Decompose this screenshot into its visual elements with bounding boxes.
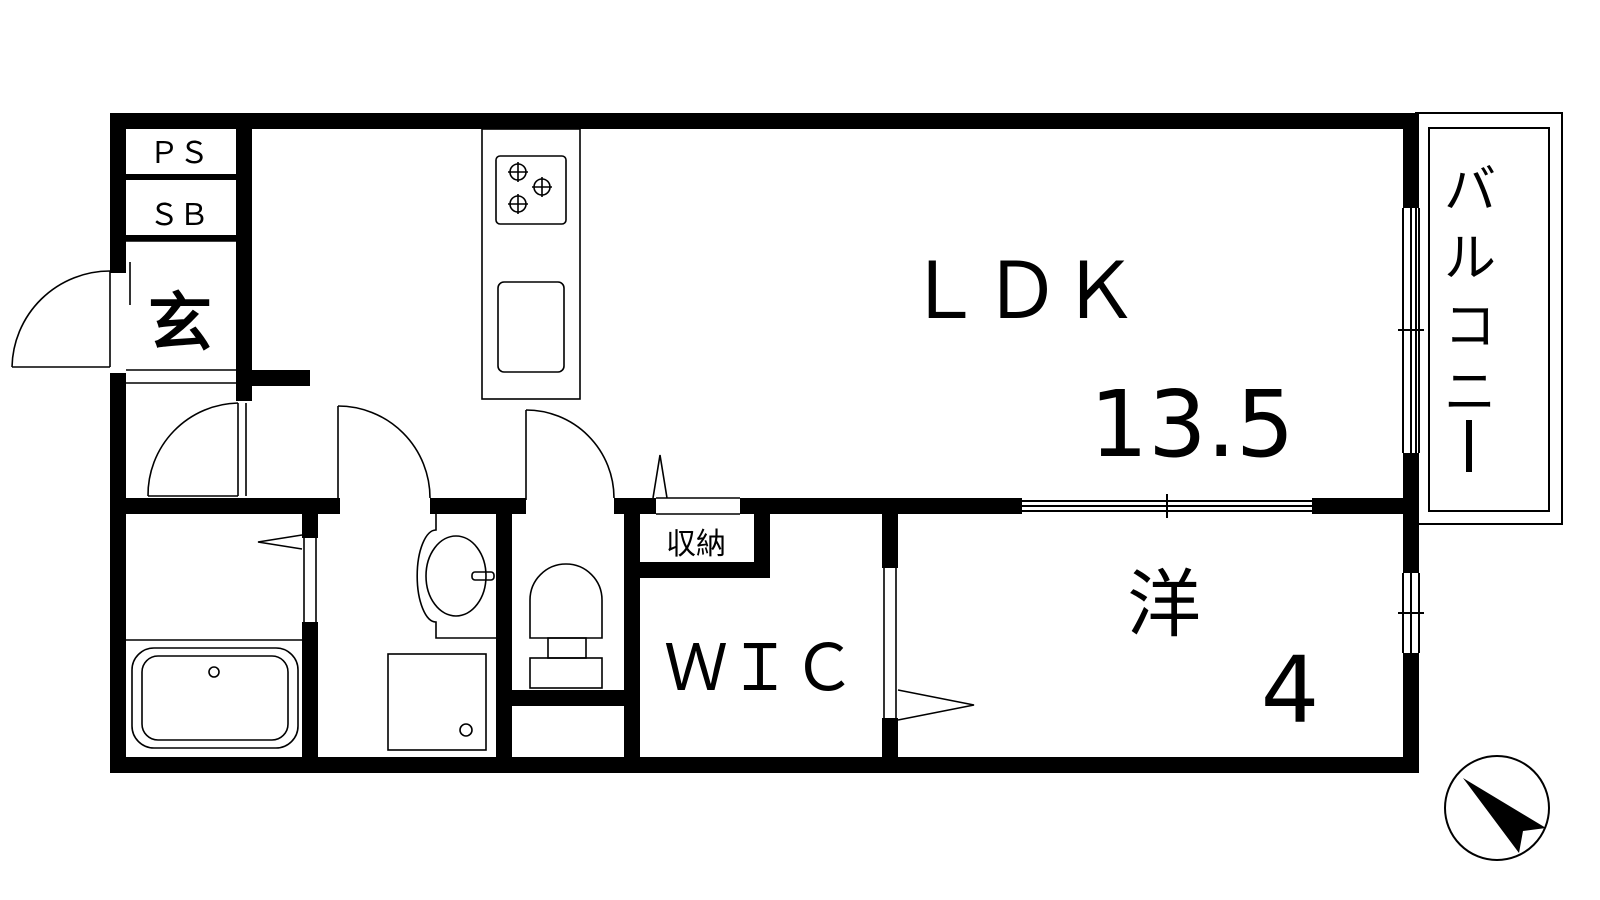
windows xyxy=(1022,208,1424,653)
ldk-label: ＬＤＫ xyxy=(905,247,1139,337)
balcony-long-vowel-mark xyxy=(1466,420,1472,472)
ldk-size: 13.5 xyxy=(1090,371,1295,478)
balcony xyxy=(1415,112,1563,525)
north-arrow-icon xyxy=(1444,755,1550,861)
western-room-label: 洋 xyxy=(1127,562,1201,648)
bath-fixtures xyxy=(126,514,603,751)
storage-label: 収納 xyxy=(666,527,726,562)
doors xyxy=(11,270,975,721)
sb-label: ＳＢ xyxy=(149,198,209,233)
ps-label: ＰＳ xyxy=(149,136,209,171)
svg-text:ル: ル xyxy=(1444,229,1496,289)
sink-icon xyxy=(497,281,565,373)
svg-text:バ: バ xyxy=(1444,161,1496,221)
interior-walls xyxy=(110,113,1419,773)
entrance-step xyxy=(126,240,236,384)
washbasin-icon xyxy=(425,535,487,617)
toilet-icon xyxy=(529,563,603,639)
bathtub-icon xyxy=(131,647,299,749)
stove-icon xyxy=(508,162,552,214)
svg-text:コ: コ xyxy=(1444,297,1496,357)
washer-pan-icon xyxy=(387,653,487,751)
kitchen-counter xyxy=(481,128,581,400)
western-room-size: 4 xyxy=(1261,637,1320,744)
svg-text:ニ: ニ xyxy=(1444,363,1496,423)
wic-label: ＷＩＣ xyxy=(664,632,856,706)
entrance-label: 玄 xyxy=(148,287,212,361)
balcony-label: バ ル コ ニ xyxy=(1444,161,1496,472)
